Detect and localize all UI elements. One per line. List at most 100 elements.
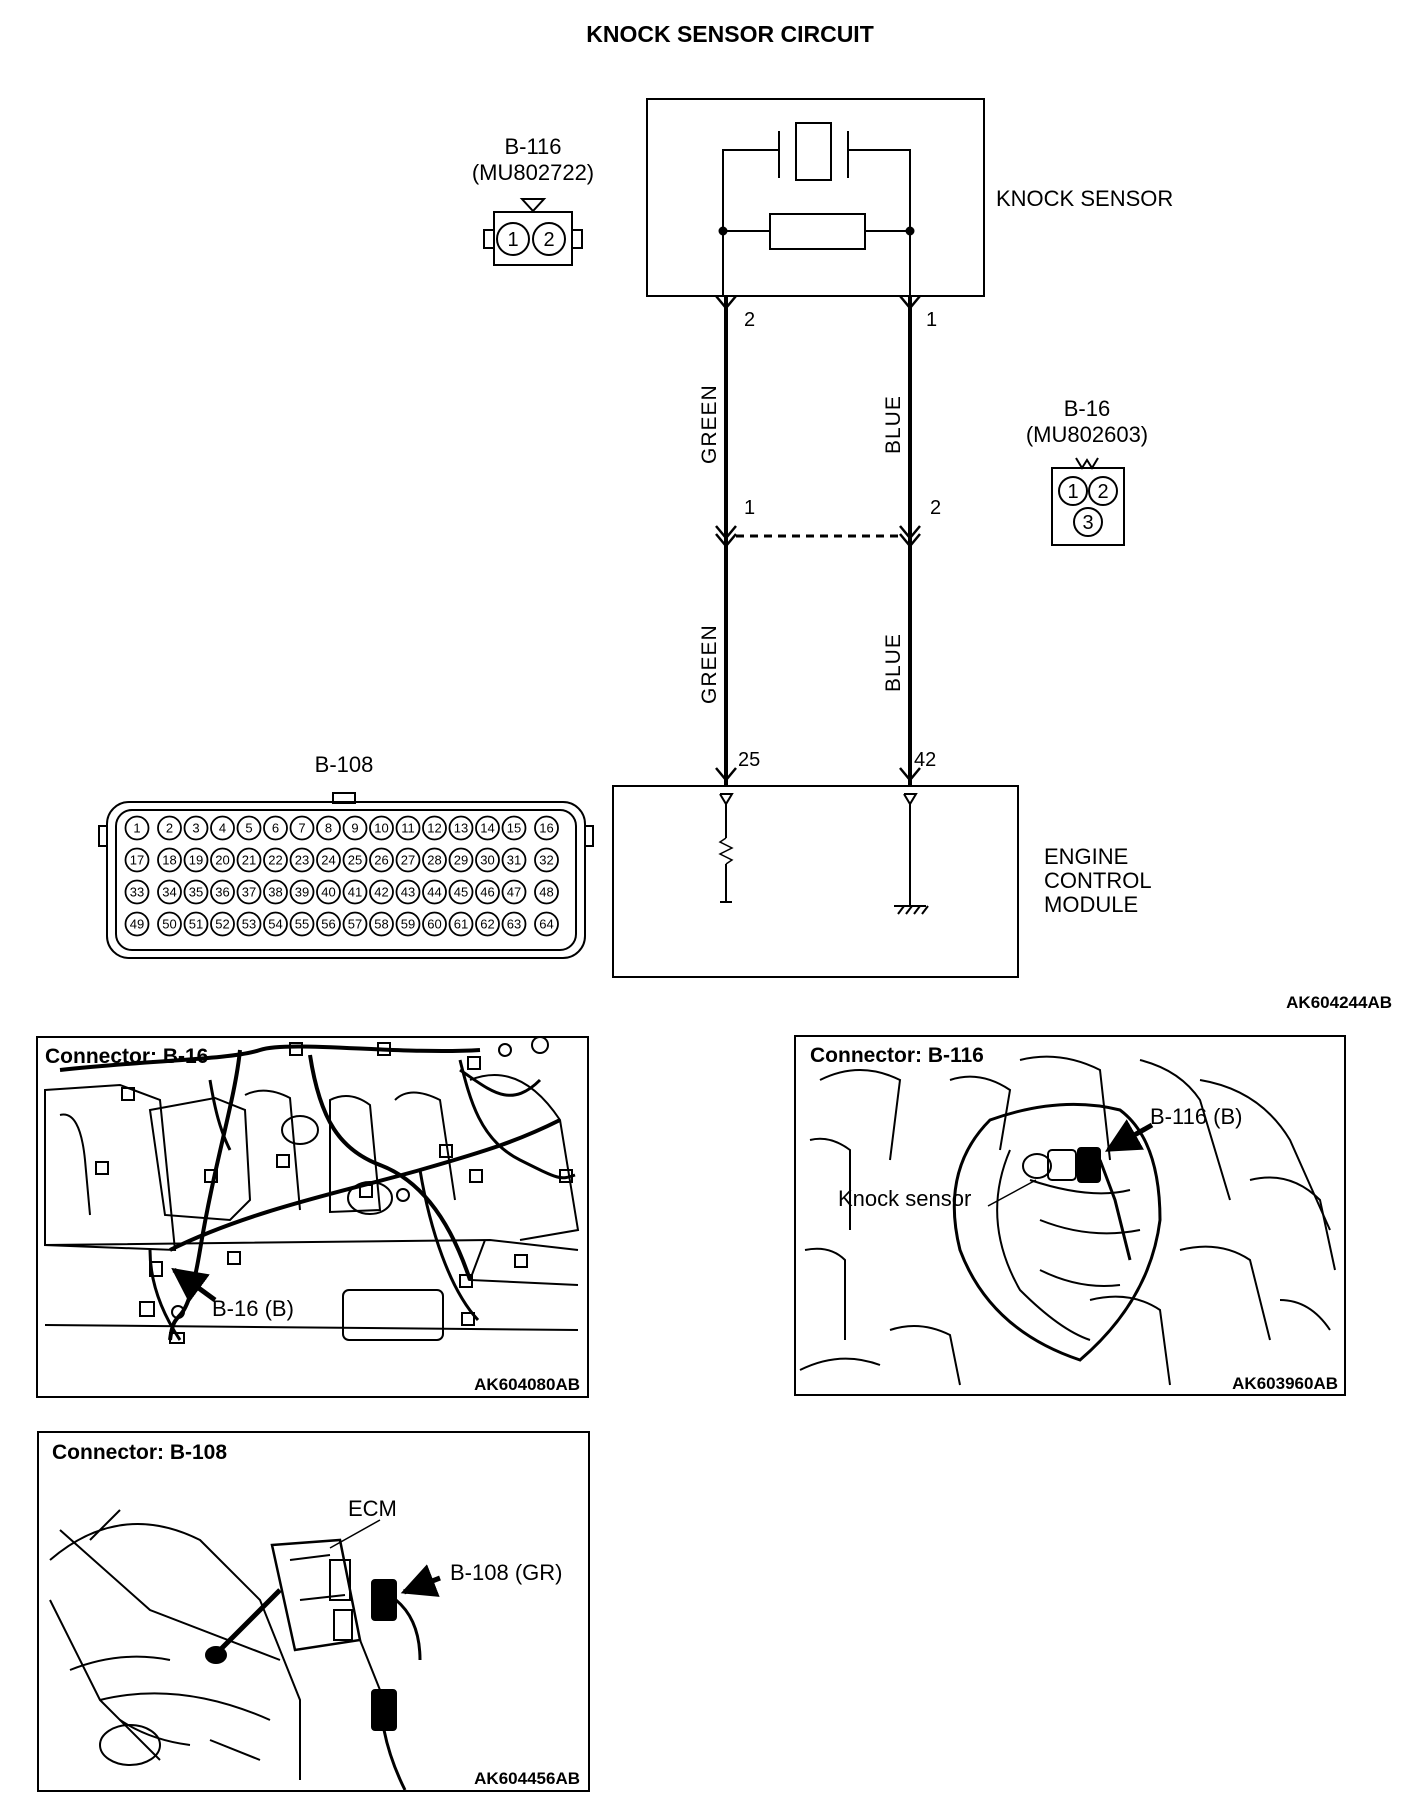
b16-pin-2-face: 2 (1097, 481, 1108, 503)
b108-pin-circle (210, 911, 235, 937)
b16-connector-part: (MU802603) (1026, 422, 1148, 447)
b108-pin-circle (289, 847, 315, 873)
b108-pin-label: 26 (374, 853, 388, 868)
b108-pin-label: 53 (242, 917, 256, 932)
b108-pin-label: 17 (130, 853, 144, 868)
b108-pin-label: 62 (480, 917, 494, 932)
b108-connector-name: B-108 (315, 752, 374, 777)
b108-pin-label: 4 (219, 821, 226, 836)
b108-pin-label: 33 (130, 885, 144, 900)
b108-pin-label: 56 (321, 917, 335, 932)
b108-pin-circle (342, 911, 368, 937)
b108-pin-label: 16 (539, 821, 553, 836)
b108-pin-circle (236, 847, 262, 873)
b108-pin-label: 31 (507, 853, 521, 868)
b108-pin-label: 25 (348, 853, 362, 868)
b108-pin-circle (157, 911, 182, 937)
b108-pin-label: 15 (507, 821, 521, 836)
b108-pin-circle (534, 847, 559, 873)
panel-connector-b108: Connector: B-108 ECM B-108 (GR) AK604456… (37, 1431, 590, 1792)
b108-pin-label: 27 (401, 853, 415, 868)
b116-connector-face (483, 198, 583, 266)
b108-pin-circle (369, 847, 394, 873)
b108-pin-circle (210, 815, 235, 841)
b108-pin-circle (236, 911, 262, 937)
b108-pin-circle (316, 911, 341, 937)
b108-pin-circle (289, 879, 315, 905)
b108-pin-circle (448, 847, 474, 873)
b108-pin-label: 11 (401, 821, 415, 836)
b108-pin-label: 46 (480, 885, 494, 900)
b108-pin-label: 44 (427, 885, 441, 900)
b108-pin-circle (369, 911, 394, 937)
panel-b16-callout: B-16 (B) (212, 1296, 294, 1321)
knock-sensor-symbol (646, 98, 985, 297)
b108-pin-label: 64 (539, 917, 553, 932)
b108-pin-circle (263, 847, 288, 873)
b108-pin-label: 59 (401, 917, 415, 932)
b108-pin-circle (289, 911, 315, 937)
b108-pin-label: 49 (130, 917, 144, 932)
b108-pin-label: 18 (162, 853, 176, 868)
ecm-label-line1: ENGINE (1044, 844, 1128, 869)
b108-pin-circle (501, 911, 527, 937)
panel-b108-code: AK604456AB (474, 1769, 580, 1788)
b108-pin-label: 13 (454, 821, 468, 836)
b108-pin-label: 24 (321, 853, 335, 868)
engine-block-illustration-b116 (799, 1055, 1336, 1386)
b108-pin-label: 19 (189, 853, 203, 868)
b108-pin-label: 20 (215, 853, 229, 868)
b108-pin-circle (236, 879, 262, 905)
b108-pin-label: 39 (295, 885, 309, 900)
b108-pin-circle (501, 879, 527, 905)
wire-color-right-upper: BLUE (882, 395, 905, 454)
b108-pin-circle (183, 911, 209, 937)
b108-pin-circle (183, 879, 209, 905)
b108-pin-circle (263, 815, 288, 841)
b108-pin-label: 41 (348, 885, 362, 900)
b108-pin-label: 42 (374, 885, 388, 900)
b108-pin-circle (395, 911, 421, 937)
b108-pin-circle (210, 847, 235, 873)
b116-pin-1: 1 (507, 229, 518, 251)
panel-b116-title: Connector: B-116 (810, 1044, 984, 1067)
b108-pin-label: 58 (374, 917, 388, 932)
ecm-label-line3: MODULE (1044, 892, 1138, 917)
b16-pin-left: 1 (744, 497, 755, 519)
b108-pin-circle (236, 815, 262, 841)
b108-pin-circle (369, 815, 394, 841)
b108-pin-label: 43 (401, 885, 415, 900)
knock-sensor-label: KNOCK SENSOR (996, 186, 1173, 211)
b108-pin-circle (289, 815, 315, 841)
ecm-label-line2: CONTROL (1044, 868, 1152, 893)
panel-b116-code: AK603960AB (1232, 1374, 1338, 1393)
b108-pin-label: 7 (298, 821, 305, 836)
b108-pin-circle (316, 847, 341, 873)
b108-pin-circle (395, 879, 421, 905)
b16-pin-3-face: 3 (1082, 512, 1093, 534)
panel-b16-code: AK604080AB (474, 1375, 580, 1394)
b108-pin-label: 55 (295, 917, 309, 932)
b108-pin-circle (448, 879, 474, 905)
b108-pin-label: 48 (539, 885, 553, 900)
page-title: KNOCK SENSOR CIRCUIT (586, 21, 874, 47)
wire-color-left-lower: GREEN (698, 624, 721, 704)
panel-b108-callout: B-108 (GR) (450, 1560, 562, 1585)
b108-pin-circle (395, 847, 421, 873)
b108-pin-label: 54 (268, 917, 282, 932)
ecm-pin-right: 42 (914, 749, 936, 771)
b16-pin-1-face: 1 (1067, 481, 1078, 503)
b108-pin-label: 14 (480, 821, 494, 836)
b108-pin-circle (210, 879, 235, 905)
b108-pin-label: 29 (454, 853, 468, 868)
b108-pin-label: 35 (189, 885, 203, 900)
b108-pin-label: 61 (454, 917, 468, 932)
b108-pin-label: 38 (268, 885, 282, 900)
b108-pin-label: 47 (507, 885, 521, 900)
b116-pin-2: 2 (543, 229, 554, 251)
b108-pin-circle (183, 847, 209, 873)
sensor-pin-right: 1 (926, 309, 937, 331)
b108-pin-circle (316, 879, 341, 905)
b108-pin-circle (342, 847, 368, 873)
b16-connector-face (1051, 457, 1125, 546)
